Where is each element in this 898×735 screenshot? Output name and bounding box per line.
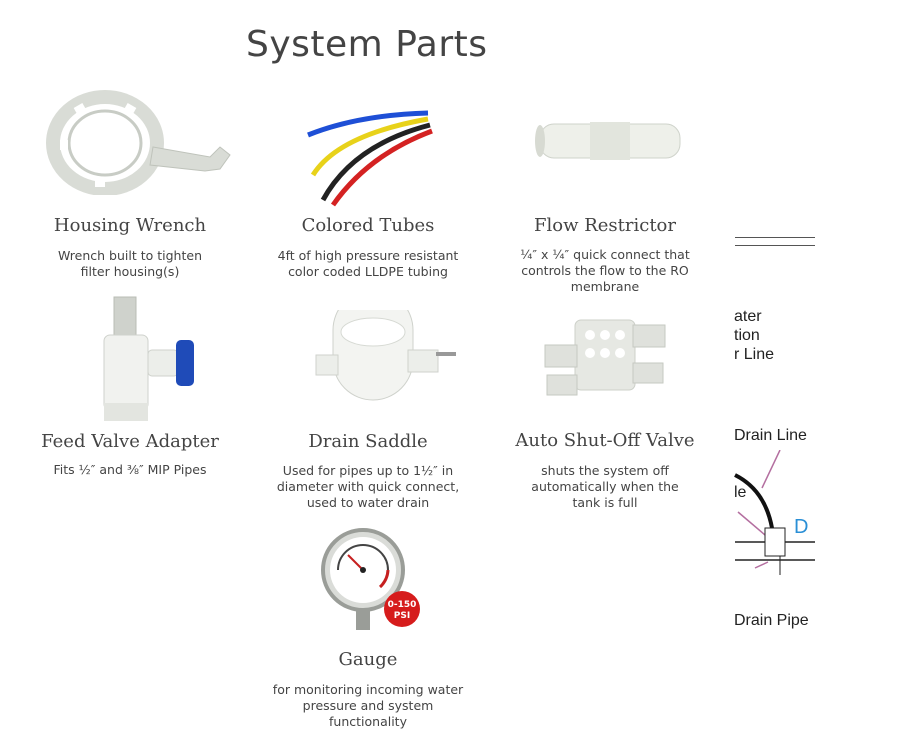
part-colored-tubes: Colored Tubes 4ft of high pressure resis… [268,85,468,285]
housing-wrench-icon [46,90,231,195]
diagram-label: le [734,484,747,501]
part-flow-restrictor: Flow Restrictor ¼″ x ¼″ quick connect th… [505,85,705,295]
diagram-label: D [794,516,809,538]
gauge-badge-range: 0-150 [388,600,417,610]
part-desc: Fits ½″ and ⅜″ MIP Pipes [53,462,207,477]
diagram-label: r Line [734,346,775,363]
drain-diagram-icon [734,450,815,575]
diagram-label: Drain Pipe [734,612,809,629]
part-name: Colored Tubes [301,215,435,236]
colored-tubes-icon [307,110,433,207]
auto-shutoff-valve-icon [544,319,666,396]
part-gauge: 0-150 PSI Gauge for monitoring incoming … [268,525,468,730]
diagram-label: Drain Line [734,427,807,444]
part-drain-saddle: Drain Saddle Used for pipes up to 1½″ in… [268,305,468,515]
gauge-badge-unit: PSI [394,611,410,621]
part-auto-shutoff-valve: Auto Shut-Off Valve shuts the system off… [505,300,705,515]
part-feed-valve-adapter: Feed Valve Adapter Fits ½″ and ⅜″ MIP Pi… [30,295,230,495]
part-name: Feed Valve Adapter [41,431,219,452]
diagram-label: ater [734,308,762,325]
feed-valve-adapter-icon [103,296,194,421]
diagram-label: tion [734,327,760,344]
drain-saddle-icon [315,310,456,401]
flow-restrictor-icon [535,122,681,160]
part-name: Gauge [338,649,398,670]
part-name: Auto Shut-Off Valve [515,430,695,451]
installation-diagram: ater tion r Line Drain Line le D Drain P… [720,130,840,650]
page-title: System Parts [246,24,488,65]
gauge-icon: 0-150 PSI [321,528,420,630]
part-name: Housing Wrench [53,215,207,236]
part-name: Flow Restrictor [533,215,676,236]
part-name: Drain Saddle [308,431,428,452]
